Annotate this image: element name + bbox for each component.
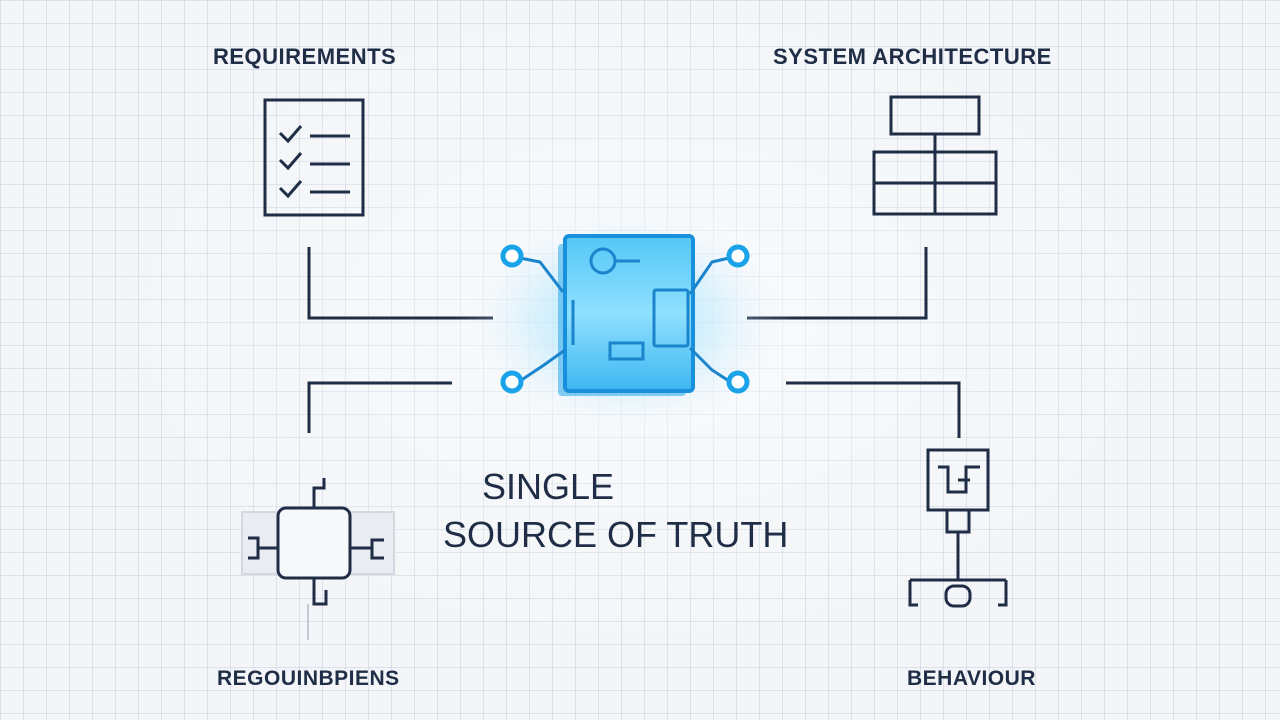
- connector-top-right: [747, 247, 928, 320]
- system-architecture-label: SYSTEM ARCHITECTURE: [773, 44, 1052, 69]
- checklist-icon: [263, 98, 365, 217]
- connector-bottom-left: [307, 381, 452, 433]
- connector-lines: [307, 247, 961, 438]
- bottom-left-label: REGOUINBPIENS: [217, 667, 400, 690]
- connector-bottom-right: [786, 381, 961, 438]
- behaviour-label: BEHAVIOUR: [907, 667, 1036, 690]
- node-bottom-left: [500, 370, 524, 394]
- behaviour-diagram-icon: [908, 448, 1008, 608]
- model-chip-icon: [455, 200, 795, 440]
- component-diagram-icon: [241, 478, 395, 640]
- connector-top-left: [307, 247, 493, 320]
- center-title-line2: SOURCE OF TRUTH: [443, 514, 789, 555]
- node-top-left: [500, 244, 524, 268]
- center-title-line1: SINGLE: [482, 466, 615, 507]
- node-top-right: [726, 244, 750, 268]
- requirements-label: REQUIREMENTS: [213, 44, 397, 69]
- block-diagram-icon: [872, 95, 998, 216]
- node-bottom-right: [726, 370, 750, 394]
